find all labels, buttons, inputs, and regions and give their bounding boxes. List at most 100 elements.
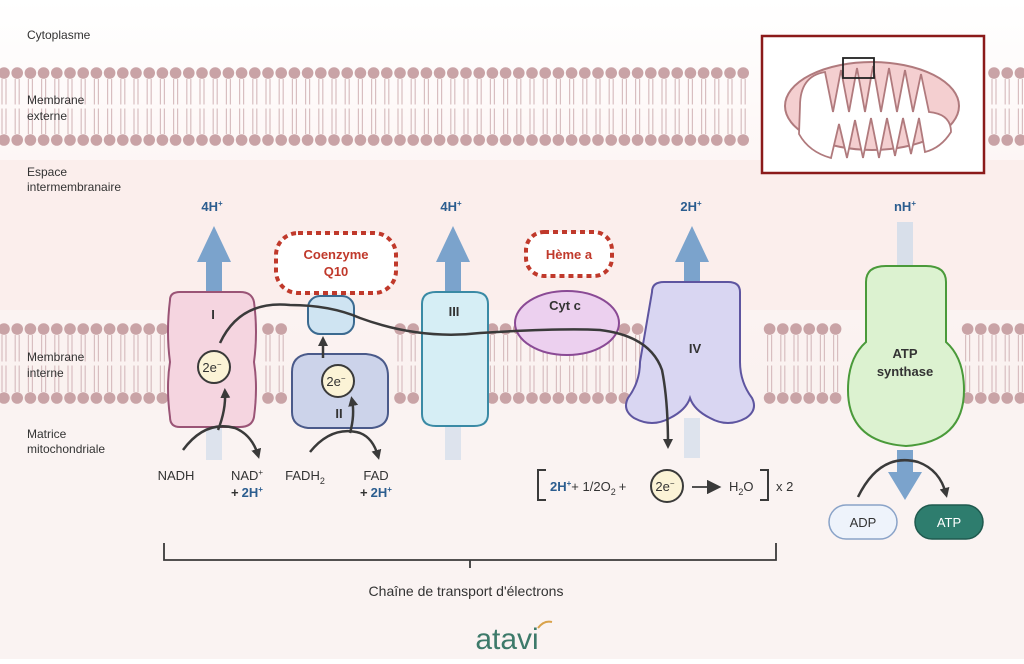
lipid-head	[90, 392, 103, 404]
cyt-c-shape	[514, 290, 620, 356]
lipid-head	[513, 134, 525, 146]
nadh-to-electron-arrow	[216, 388, 231, 431]
lipid-head	[64, 323, 76, 335]
lipid-head	[645, 67, 657, 79]
fad-product-2h: +2H+	[360, 485, 392, 500]
lipid-head	[394, 392, 406, 404]
lipid-head	[262, 323, 274, 335]
lipid-head	[77, 67, 89, 79]
proton-label-III: 4H+	[440, 199, 462, 214]
lipid-head	[697, 67, 710, 79]
lipid-head	[51, 323, 63, 335]
coenzyme-q10-box	[274, 231, 398, 295]
lipid-head	[816, 392, 829, 404]
heme-a-box	[524, 230, 614, 278]
chain-label: Chaîne de transport d'électrons	[369, 583, 564, 599]
lipid-head	[51, 134, 63, 146]
svg-text:2e−: 2e−	[202, 360, 221, 375]
lipid-tail	[397, 79, 403, 134]
lipid-tail	[503, 335, 509, 392]
lipid-head	[77, 392, 89, 404]
lipid-head	[51, 392, 63, 404]
lipid-tail	[727, 79, 733, 134]
lipid-head	[605, 67, 617, 79]
lipid-tail	[701, 79, 707, 134]
lipid-tail	[14, 335, 20, 392]
electron-badge-equation: 2e−	[650, 469, 684, 503]
lipid-head	[103, 134, 116, 146]
lipid-head	[77, 323, 89, 335]
lipid-head	[143, 392, 155, 404]
lipid-head	[301, 67, 314, 79]
lipid-head	[579, 134, 591, 146]
fadh2-to-electron-arrow	[348, 396, 359, 434]
fadh2-label: FADH2	[285, 468, 325, 486]
lipid-head	[407, 134, 420, 146]
lipid-head	[499, 67, 512, 79]
lipid-head	[816, 323, 829, 335]
equation-product: H2O	[729, 479, 754, 497]
lipid-head	[447, 67, 459, 79]
coenzyme-q10-label-1: Coenzyme	[303, 247, 368, 262]
lipid-tail	[120, 335, 126, 392]
lipid-head	[407, 392, 420, 404]
region-matrix-label-2: mitochondriale	[27, 442, 105, 456]
lipid-head	[803, 323, 815, 335]
lipid-tail	[14, 79, 20, 134]
lipid-head	[988, 67, 1000, 79]
lipid-head	[51, 67, 63, 79]
lipid-tail	[780, 335, 786, 392]
lipid-tail	[41, 79, 47, 134]
lipid-head	[975, 392, 987, 404]
nadh-label: NADH	[158, 468, 195, 483]
lipid-head	[143, 323, 155, 335]
lipid-tail	[54, 335, 60, 392]
lipid-head	[156, 134, 169, 146]
lipid-head	[592, 67, 604, 79]
region-intermembrane-label-1: Espace	[27, 165, 67, 179]
coenzyme-q10-label-2: Q10	[324, 264, 349, 279]
lipid-head	[579, 67, 591, 79]
lipid-tail	[529, 79, 535, 134]
lipid-head	[117, 392, 129, 404]
lipid-head	[24, 67, 37, 79]
lipid-head	[394, 67, 406, 79]
lipid-head	[90, 134, 103, 146]
svg-text:ATP: ATP	[937, 515, 961, 530]
lipid-tail	[67, 335, 73, 392]
lipid-head	[315, 134, 327, 146]
lipid-head	[249, 134, 261, 146]
chain-brace	[163, 543, 777, 568]
lipid-head	[288, 134, 301, 146]
lipid-head	[117, 323, 129, 335]
lipid-tail	[595, 79, 601, 134]
lipid-head	[975, 323, 987, 335]
region-outer-membrane-label-1: Membrane	[27, 93, 85, 107]
lipid-head	[565, 392, 578, 404]
lipid-tail	[582, 79, 588, 134]
lipid-tail	[199, 79, 205, 134]
lipid-head	[275, 134, 288, 146]
complex-IV-shape	[625, 281, 755, 424]
lipid-head	[130, 323, 142, 335]
lipid-head	[156, 67, 169, 79]
lipid-head	[618, 67, 631, 79]
svg-text:2e−: 2e−	[326, 374, 345, 389]
region-intermembrane-label-2: intermembranaire	[27, 180, 121, 194]
lipid-tail	[291, 79, 297, 134]
adp-badge: ADP	[828, 504, 898, 540]
lipid-head	[499, 323, 512, 335]
lipid-tail	[54, 79, 60, 134]
lipid-head	[763, 392, 776, 404]
lipid-tail	[410, 79, 416, 134]
region-matrix-label-1: Matrice	[27, 427, 67, 441]
lipid-tail	[555, 79, 561, 134]
lipid-tail	[93, 79, 99, 134]
lipid-head	[11, 323, 23, 335]
lipid-head	[684, 134, 697, 146]
lipid-head	[1014, 67, 1024, 79]
complex-II-label: II	[335, 406, 342, 421]
lipid-head	[1014, 392, 1024, 404]
lipid-head	[513, 67, 525, 79]
